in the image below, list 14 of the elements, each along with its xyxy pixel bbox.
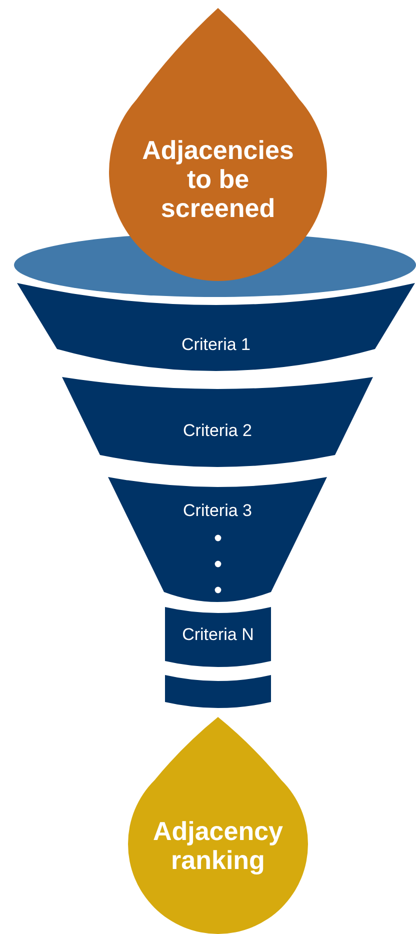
funnel-segment bbox=[62, 377, 373, 467]
node-label: Criteria 2 bbox=[182, 421, 253, 441]
drop-shape bbox=[128, 717, 308, 934]
node-label: Criteria 3 bbox=[182, 501, 253, 521]
node-label: Criteria N bbox=[181, 625, 255, 645]
node-label: Criteria 1 bbox=[180, 335, 252, 355]
node-label: Adjacencies to be screened bbox=[141, 136, 295, 223]
drop-shape bbox=[109, 8, 327, 281]
funnel-nozzle bbox=[165, 675, 271, 708]
funnel-segment bbox=[108, 477, 327, 602]
node-label: Adjacency ranking bbox=[152, 817, 284, 875]
funnel-segment bbox=[17, 283, 415, 371]
funnel-rim bbox=[14, 233, 416, 297]
funnel-segment bbox=[165, 607, 271, 667]
